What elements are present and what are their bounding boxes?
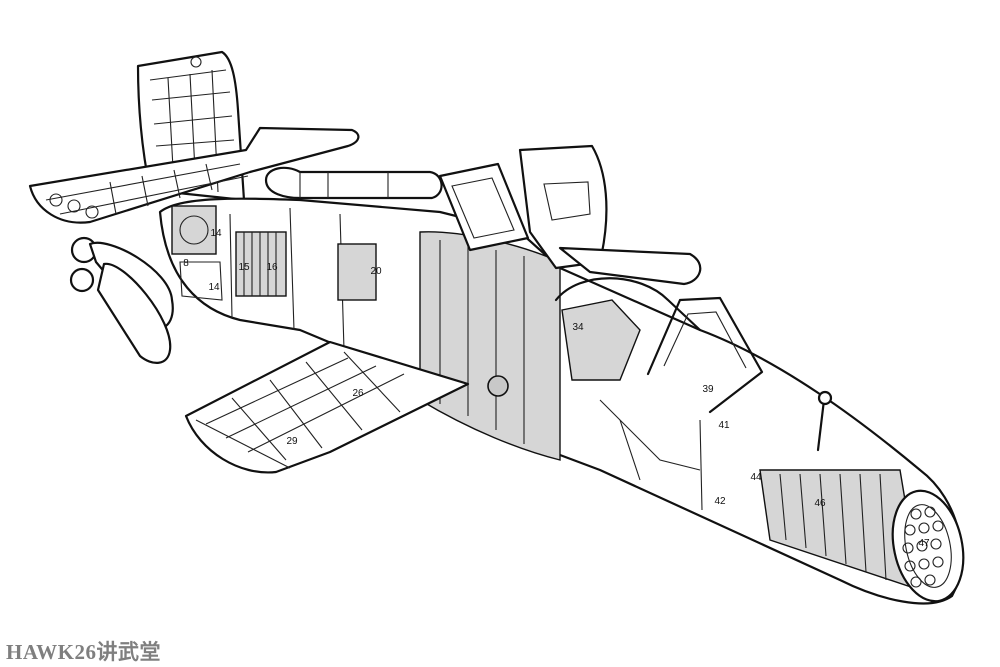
part-number-labels: 8 14 14 15 16 20 26 29 34 39 41 42 44 46 47 [183,228,930,549]
part-label-34: 34 [572,322,584,333]
part-label-15: 15 [238,262,250,273]
external-stores [69,236,174,364]
main-wing [184,340,470,474]
part-label-14: 14 [208,282,220,293]
part-label-41: 41 [718,420,730,431]
canopy [438,144,702,286]
cockpit-frame [554,277,764,511]
part-label-44: 44 [750,472,762,483]
part-label-47: 47 [918,538,930,549]
part-label-29: 29 [286,436,298,447]
tailplane [28,126,360,224]
part-label-14: 14 [210,228,222,239]
watermark-text: HAWK26讲武堂 [6,640,162,664]
part-label-46: 46 [814,498,826,509]
part-label-42: 42 [714,496,726,507]
fuel-tanks [264,166,443,200]
part-label-26: 26 [352,388,364,399]
fuselage [158,197,963,605]
part-label-20: 20 [370,266,382,277]
part-label-16: 16 [266,262,278,273]
nose-section [759,390,965,603]
part-label-8: 8 [183,258,189,269]
part-label-39: 39 [702,384,714,395]
